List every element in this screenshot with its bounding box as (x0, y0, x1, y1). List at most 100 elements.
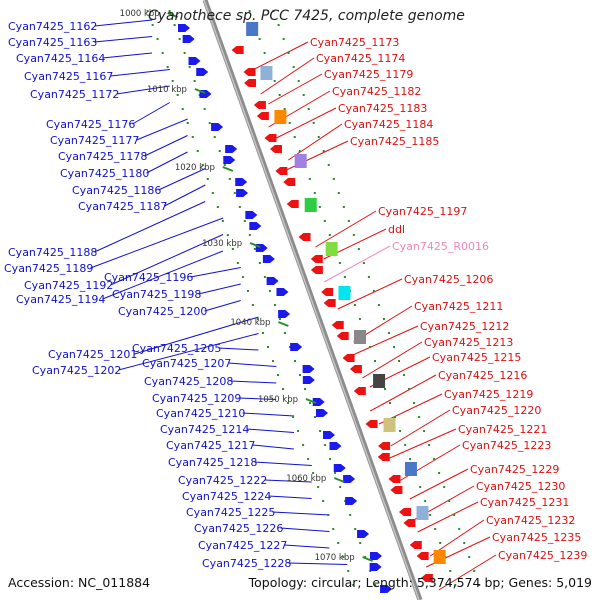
track-dot (292, 416, 295, 418)
right-gene-label: Cyan7425_1221 (458, 423, 547, 436)
track-dot (458, 528, 461, 530)
forward-gene-arrow (196, 68, 209, 76)
track-dot (334, 472, 337, 474)
right-leader-line (260, 57, 315, 95)
left-leader-line (144, 135, 188, 157)
forward-gene-arrow (329, 442, 342, 450)
track-dot (292, 66, 295, 68)
track-dot (196, 150, 199, 152)
track-dot (339, 486, 342, 488)
track-dot (443, 486, 446, 488)
right-gene-label: ddl (388, 223, 405, 236)
reverse-gene-arrow (336, 332, 349, 340)
left-gene-label: Cyan7425_1187 (78, 200, 167, 213)
reverse-gene-arrow (353, 387, 366, 395)
forward-gene-arrow (323, 431, 336, 439)
track-dot (359, 542, 362, 544)
scale-tick-label: 1060 kbp (286, 474, 326, 484)
gene-features (178, 22, 446, 593)
left-gene-label: Cyan7425_1225 (186, 506, 275, 519)
right-leader-line (438, 554, 497, 591)
track-dot (323, 220, 326, 222)
track-dot (423, 430, 426, 432)
track-dot (278, 318, 281, 320)
track-dot (342, 206, 345, 208)
track-dot (258, 38, 261, 40)
right-leader-line (370, 374, 437, 412)
track-dot (428, 444, 431, 446)
track-dot (322, 500, 325, 502)
left-leader-line (94, 19, 153, 27)
left-gene-label: Cyan7425_1218 (168, 456, 257, 469)
track-dot (181, 108, 184, 110)
track-dot (193, 80, 196, 82)
track-dot (238, 206, 241, 208)
reverse-gene-arrow (323, 299, 336, 307)
left-gene-label: Cyan7425_1188 (8, 246, 97, 259)
track-dot (439, 542, 442, 544)
right-leader-line (387, 428, 457, 460)
forward-gene-arrow (302, 365, 315, 373)
left-leader-line (252, 444, 294, 450)
left-leader-line (158, 168, 206, 191)
left-leader-line (94, 36, 153, 43)
forward-gene-arrow (211, 123, 224, 131)
reverse-gene-arrow (409, 541, 422, 549)
scale-tick-mark (249, 242, 261, 248)
track-dot (332, 528, 335, 530)
scale-tick-mark (194, 88, 206, 94)
track-dot (186, 122, 189, 124)
track-dot (208, 122, 211, 124)
forward-gene-arrow (249, 222, 262, 230)
scale-tick-label: 1050 kbp (258, 395, 298, 405)
track-dot (191, 136, 194, 138)
left-gene-label: Cyan7425_1162 (8, 20, 97, 33)
gene-block (294, 154, 307, 168)
left-gene-label: Cyan7425_1208 (144, 375, 233, 388)
left-leader-line (134, 316, 259, 355)
track-dot (327, 164, 330, 166)
track-dot (349, 514, 352, 516)
track-dot (298, 150, 301, 152)
track-dot (299, 374, 302, 376)
track-dot (408, 388, 411, 390)
right-gene-label: Cyan7425_1183 (338, 102, 427, 115)
left-gene-label: Cyan7425_1200 (118, 305, 207, 318)
track-dot (429, 514, 432, 516)
left-gene-label: Cyan7425_1217 (166, 439, 255, 452)
track-dot (253, 248, 256, 250)
left-gene-label: Cyan7425_1202 (32, 364, 121, 377)
track-dot (403, 374, 406, 376)
track-dot (236, 262, 239, 264)
track-dot (161, 52, 164, 54)
reverse-gene-arrow (403, 519, 416, 527)
right-gene-label: Cyan7425_1173 (310, 36, 399, 49)
track-dot (231, 248, 234, 250)
left-leader-line (116, 85, 170, 95)
track-dot (409, 458, 412, 460)
track-dot (318, 206, 321, 208)
track-dot (377, 304, 380, 306)
track-dot (312, 122, 315, 124)
track-dot (302, 444, 305, 446)
track-dot (352, 584, 355, 586)
right-gene-label: Cyan7425_1212 (420, 320, 509, 333)
track-dot (223, 164, 226, 166)
right-gene-label: Cyan7425_1219 (444, 388, 533, 401)
track-dot (368, 346, 371, 348)
reverse-gene-arrow (310, 255, 323, 263)
right-leader-line (276, 107, 337, 139)
track-dot (246, 290, 249, 292)
right-gene-label: Cyan7425_1174 (316, 52, 405, 65)
track-dot (216, 206, 219, 208)
track-dot (287, 52, 290, 54)
right-leader-line (409, 468, 469, 500)
left-gene-labels: Cyan7425_1162Cyan7425_1163Cyan7425_1164C… (4, 20, 291, 570)
right-gene-label: Cyan7425_R0016 (392, 240, 489, 253)
right-gene-label: Cyan7425_1223 (462, 439, 551, 452)
track-dot (201, 164, 204, 166)
track-dot (352, 234, 355, 236)
forward-gene-arrow (312, 398, 325, 406)
right-leader-line (350, 325, 419, 357)
left-gene-label: Cyan7425_1214 (160, 423, 249, 436)
